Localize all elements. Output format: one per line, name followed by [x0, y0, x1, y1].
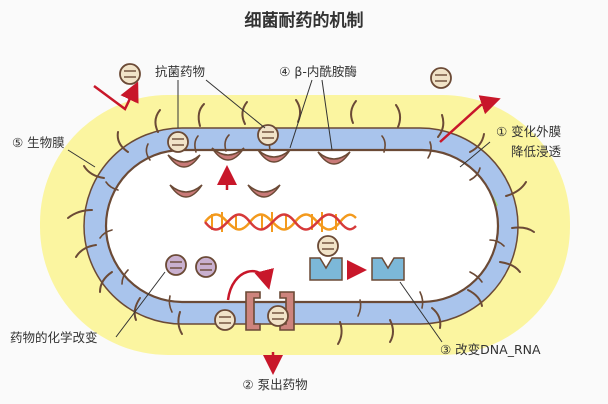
drug-pill-icon — [167, 131, 189, 153]
label-outer-membrane-1: ① 变化外膜 — [496, 124, 561, 139]
enzyme-icon — [167, 147, 351, 198]
modified-drug-icon — [165, 254, 187, 276]
drug-pill-icon — [214, 309, 236, 331]
drug-pill-icon — [267, 305, 289, 327]
leader-lines — [67, 79, 491, 343]
label-outer-membrane-2: 降低浸透 — [511, 144, 562, 159]
label-drug-change: 药物的化学改变 — [10, 330, 98, 345]
label-efflux: ② 泵出药物 — [242, 377, 307, 392]
label-beta-lactamase: ④ β-内酰胺酶 — [279, 64, 357, 79]
drug-pill-icon — [317, 235, 339, 257]
drug-pill-icon — [257, 124, 279, 146]
label-biofilm: ⑤ 生物膜 — [12, 135, 65, 150]
red-arrows — [93, 81, 501, 375]
drug-pill-icon — [430, 67, 452, 89]
drug-pill-icon — [119, 63, 141, 85]
label-antibiotic: 抗菌药物 — [155, 64, 205, 79]
cytoplasm — [104, 148, 500, 304]
modified-drug-icon — [195, 256, 217, 278]
target-receptor-icon — [309, 257, 405, 281]
dna-helix-icon — [204, 212, 357, 232]
diagram-title: 细菌耐药的机制 — [245, 10, 364, 31]
flagellum-icon — [67, 99, 535, 345]
label-dna-rna: ③ 改变DNA_RNA — [440, 342, 541, 357]
